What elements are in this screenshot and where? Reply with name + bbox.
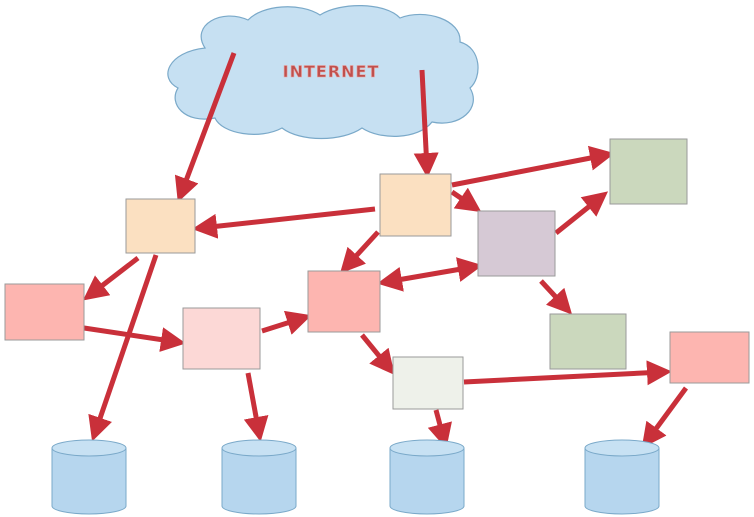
router-center-node (379, 173, 452, 237)
edge-switch-to-host-mid-green (539, 279, 573, 315)
edge-host-left-pink-to-host-center-light-pink (83, 325, 186, 352)
router-left-node (125, 198, 196, 254)
edge-router-center-to-host-top-green (451, 145, 615, 188)
edge-host-pale-to-host-right-pink (463, 360, 672, 386)
host-pale-node (392, 356, 464, 410)
edge-host-center-light-pink-to-router-center-pink (261, 310, 312, 335)
databases (51, 439, 660, 515)
edge-host-right-pink-to-db-4 (641, 386, 689, 449)
edge-switch-router-center-pink-bidirectional (377, 257, 483, 292)
internet-cloud: INTERNET (167, 5, 479, 140)
edge-router-left-to-db-1 (88, 254, 159, 442)
host-right-pink-node (669, 331, 750, 384)
edge-router-left-to-host-left-pink (82, 256, 140, 301)
host-top-green-node (609, 138, 688, 205)
edge-internet-to-router-center (413, 69, 439, 178)
database-4-icon (584, 439, 660, 515)
edge-internet-to-router-left (174, 52, 237, 203)
host-mid-green-node (549, 313, 627, 370)
database-3-icon (389, 439, 465, 515)
host-center-light-pink-node (182, 307, 261, 370)
database-1-icon (51, 439, 127, 515)
network-nodes (4, 138, 750, 410)
edge-router-center-to-router-center-pink (339, 230, 380, 274)
edge-router-center-pink-to-host-pale (360, 333, 395, 375)
edge-router-center-to-switch-purple (450, 187, 482, 213)
edge-router-center-to-router-left (192, 206, 376, 239)
database-2-icon (221, 439, 297, 515)
internet-label: INTERNET (283, 62, 380, 81)
router-center-pink-node (307, 270, 381, 333)
edge-host-pale-to-db-3 (427, 409, 452, 449)
edge-switch-to-host-top-green (554, 191, 609, 235)
edge-host-center-light-pink-to-db-2 (243, 372, 269, 442)
switch-purple-node (477, 210, 556, 277)
host-left-pink-node (4, 283, 85, 341)
connection-arrows (82, 52, 689, 449)
